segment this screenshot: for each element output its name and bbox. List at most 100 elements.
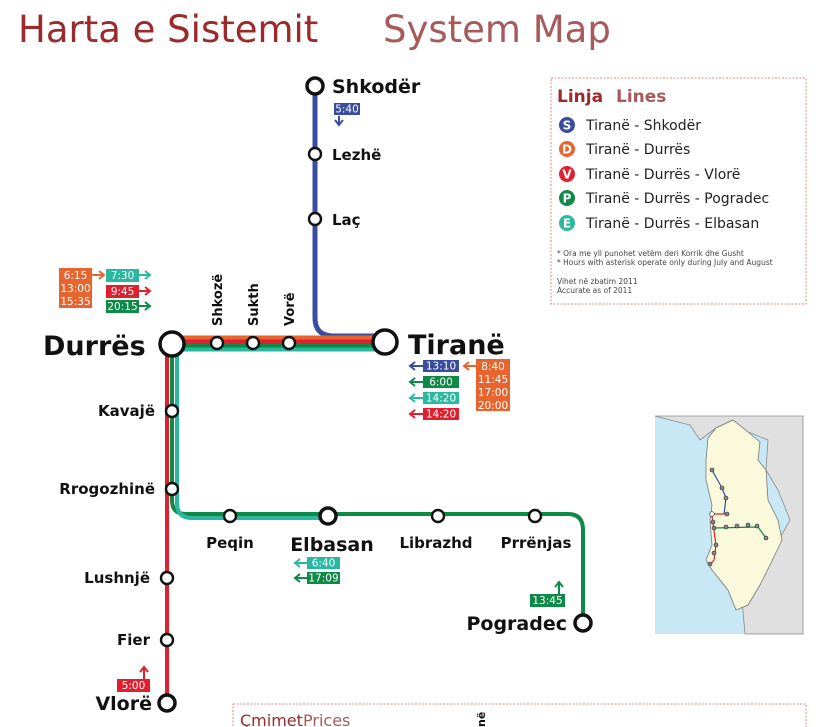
station-elbasan[interactable]: Elbasan bbox=[290, 506, 374, 556]
departures-elbasan: 6:40 17:09 bbox=[293, 557, 340, 585]
station-lac[interactable]: Laç bbox=[307, 211, 361, 229]
departure-shkoder-s: 5:40 bbox=[334, 103, 360, 127]
svg-text:Pogradec: Pogradec bbox=[466, 613, 567, 635]
prices-column-header: në bbox=[475, 712, 488, 727]
svg-text:8:40: 8:40 bbox=[481, 361, 505, 373]
svg-text:Elbasan: Elbasan bbox=[290, 534, 374, 556]
svg-text:5:00: 5:00 bbox=[122, 680, 146, 692]
prices-heading-al: Çmimet bbox=[240, 711, 303, 727]
svg-text:Tiranë: Tiranë bbox=[408, 330, 505, 361]
station-kavaje[interactable]: Kavajë bbox=[98, 402, 180, 420]
station-pogradec[interactable]: Pogradec bbox=[466, 613, 593, 635]
svg-text:D: D bbox=[562, 143, 572, 157]
station-lezhe[interactable]: Lezhë bbox=[307, 146, 381, 164]
svg-text:Peqin: Peqin bbox=[206, 534, 254, 552]
legend: Linja Lines S Tiranë - Shkodër D Tiranë … bbox=[550, 77, 807, 305]
svg-text:13:00: 13:00 bbox=[60, 283, 90, 295]
svg-text:Tiranë - Durrës - Vlorë: Tiranë - Durrës - Vlorë bbox=[585, 167, 740, 183]
svg-text:Vlorë: Vlorë bbox=[95, 693, 152, 715]
svg-text:Vihet në zbatim 2011: Vihet në zbatim 2011 bbox=[557, 277, 638, 286]
arrow-up-icon bbox=[554, 580, 564, 594]
legend-heading-al: Linja bbox=[557, 87, 603, 107]
station-tirane[interactable]: Tiranë bbox=[371, 328, 505, 361]
svg-text:Tiranë - Durrës: Tiranë - Durrës bbox=[585, 142, 690, 158]
legend-item-e: E Tiranë - Durrës - Elbasan bbox=[559, 215, 759, 232]
legend-item-s: S Tiranë - Shkodër bbox=[559, 117, 701, 134]
svg-text:Vorë: Vorë bbox=[283, 292, 298, 326]
title-albanian: Harta e Sistemit bbox=[18, 8, 318, 51]
arrow-left-icon bbox=[408, 361, 423, 371]
prices-box: Çmimet Prices në bbox=[232, 703, 807, 727]
departures-tirane: 13:10 6:00 14:20 14:20 8:40 11:45 17:00 … bbox=[408, 359, 510, 421]
station-prrenjas[interactable]: Prrënjas bbox=[501, 508, 572, 552]
svg-text:13:10: 13:10 bbox=[426, 361, 456, 373]
arrow-right-icon bbox=[139, 270, 152, 280]
arrow-down-icon bbox=[334, 116, 344, 127]
svg-text:11:45: 11:45 bbox=[478, 374, 508, 386]
station-vlore[interactable]: Vlorë bbox=[95, 693, 177, 715]
inset-map-albania bbox=[654, 415, 804, 635]
svg-text:S: S bbox=[563, 119, 572, 133]
svg-text:Fier: Fier bbox=[117, 631, 151, 649]
departure-pogradec-p: 13:45 bbox=[530, 580, 565, 607]
station-sukth[interactable]: Sukth bbox=[245, 283, 262, 351]
svg-text:9:45: 9:45 bbox=[111, 286, 135, 298]
svg-text:V: V bbox=[562, 168, 572, 182]
svg-text:Rrogozhinë: Rrogozhinë bbox=[59, 480, 155, 498]
svg-text:20:00: 20:00 bbox=[478, 400, 508, 412]
svg-text:Shkozë: Shkozë bbox=[211, 274, 226, 326]
title-english: System Map bbox=[383, 8, 611, 51]
legend-heading-en: Lines bbox=[616, 87, 666, 107]
line-durres-tirane bbox=[167, 335, 385, 352]
svg-text:Lezhë: Lezhë bbox=[332, 146, 381, 164]
svg-text:* Ora me yll punohet vetëm der: * Ora me yll punohet vetëm deri Korrik d… bbox=[557, 249, 744, 258]
svg-text:* Hours with asterisk operate: * Hours with asterisk operate only durin… bbox=[557, 258, 773, 267]
station-durres[interactable]: Durrës bbox=[43, 330, 186, 362]
legend-item-d: D Tiranë - Durrës bbox=[559, 141, 690, 158]
svg-text:14:20: 14:20 bbox=[426, 393, 456, 405]
svg-text:6:15: 6:15 bbox=[64, 270, 88, 282]
svg-text:Durrës: Durrës bbox=[43, 331, 146, 362]
svg-text:E: E bbox=[563, 217, 571, 231]
station-lushnje[interactable]: Lushnjë bbox=[84, 569, 175, 587]
arrow-up-icon bbox=[139, 665, 149, 679]
svg-text:13:45: 13:45 bbox=[532, 595, 562, 607]
svg-text:Shkodër: Shkodër bbox=[332, 76, 421, 98]
station-shkoze[interactable]: Shkozë bbox=[209, 274, 226, 351]
arrow-left-icon bbox=[462, 361, 476, 371]
svg-text:17:00: 17:00 bbox=[478, 387, 508, 399]
svg-text:Tiranë - Shkodër: Tiranë - Shkodër bbox=[585, 118, 701, 134]
svg-text:Kavajë: Kavajë bbox=[98, 402, 155, 420]
arrow-right-icon bbox=[92, 270, 106, 280]
departures-durres: 6:15 13:00 15:35 7:30 9:45 20:15 bbox=[59, 268, 152, 313]
departure-vlore-v: 5:00 bbox=[117, 665, 150, 692]
station-shkoder[interactable]: Shkodër bbox=[305, 76, 421, 98]
station-rrogozhine[interactable]: Rrogozhinë bbox=[59, 480, 180, 498]
arrow-left-icon bbox=[408, 409, 423, 419]
line-pogradec bbox=[170, 346, 585, 623]
prices-heading-en: Prices bbox=[303, 711, 350, 727]
arrow-left-icon bbox=[293, 573, 307, 583]
svg-text:Sukth: Sukth bbox=[247, 283, 262, 326]
arrow-right-icon bbox=[139, 301, 152, 311]
arrow-left-icon bbox=[293, 558, 307, 568]
station-fier[interactable]: Fier bbox=[117, 631, 175, 649]
arrow-right-icon bbox=[139, 286, 152, 296]
svg-text:14:20: 14:20 bbox=[426, 409, 456, 421]
svg-text:Librazhd: Librazhd bbox=[399, 534, 472, 552]
svg-text:Tiranë - Durrës - Pogradec: Tiranë - Durrës - Pogradec bbox=[585, 191, 769, 207]
arrow-left-icon bbox=[408, 377, 423, 387]
svg-text:15:35: 15:35 bbox=[60, 296, 90, 308]
svg-text:Lushnjë: Lushnjë bbox=[84, 569, 150, 587]
svg-text:5:40: 5:40 bbox=[335, 104, 359, 116]
station-librazhd[interactable]: Librazhd bbox=[399, 508, 473, 552]
svg-text:P: P bbox=[563, 192, 572, 206]
svg-text:17:09: 17:09 bbox=[308, 573, 338, 585]
svg-text:Laç: Laç bbox=[332, 211, 361, 229]
svg-text:Tiranë - Durrës - Elbasan: Tiranë - Durrës - Elbasan bbox=[585, 216, 759, 232]
station-peqin[interactable]: Peqin bbox=[206, 508, 254, 552]
svg-text:Prrënjas: Prrënjas bbox=[501, 534, 572, 552]
svg-text:Accurate as of 2011: Accurate as of 2011 bbox=[557, 286, 632, 295]
station-vore[interactable]: Vorë bbox=[281, 292, 298, 351]
